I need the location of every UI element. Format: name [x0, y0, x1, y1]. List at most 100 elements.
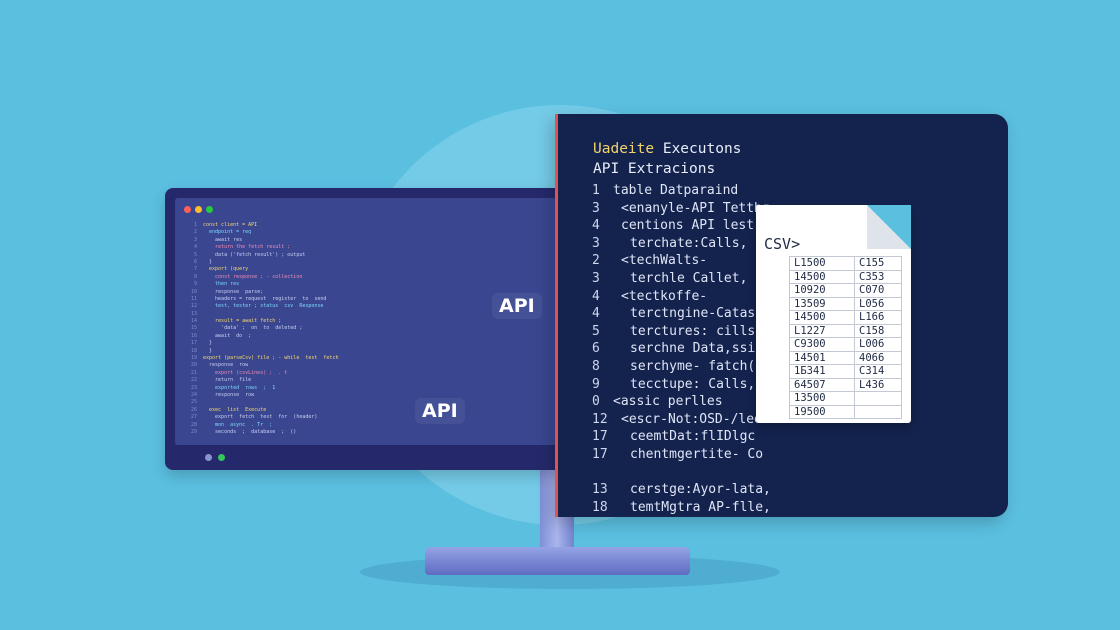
- csv-cell: 14501: [789, 350, 855, 365]
- csv-cell: 13500: [789, 391, 855, 406]
- csv-cell: L056: [854, 296, 902, 311]
- panel-line-code: table Datparaind: [613, 183, 739, 198]
- panel-line-number: 4: [592, 288, 600, 304]
- panel-code-line: 0<assic perlles: [555, 394, 1008, 410]
- monitor-code-line: headers = request register to send: [203, 295, 327, 302]
- monitor-code-line: return file: [203, 377, 252, 384]
- panel-subtitle: API Extracions: [593, 161, 716, 177]
- monitor-line-number: 23: [190, 384, 197, 391]
- csv-cell: C9300: [789, 337, 855, 352]
- panel-accent-bar: [555, 114, 558, 517]
- csv-cell: 1Б341: [789, 364, 855, 379]
- panel-line-code: terctngine-Catas: [630, 306, 756, 322]
- panel-line-code: <techWalts-: [621, 253, 708, 269]
- csv-cell: 19500: [789, 404, 855, 419]
- panel-line-number: 5: [592, 323, 600, 339]
- monitor-code-line: export fetch test for (header): [203, 414, 318, 421]
- panel-line-number: 2: [592, 253, 600, 269]
- panel-line-number: 13: [592, 482, 608, 498]
- csv-cell: 4066: [854, 350, 902, 365]
- panel-code-line: 12 <escr-Not:OSD-/lee: [555, 412, 1008, 428]
- panel-line-code: <escr-Not:OSD-/lee: [621, 411, 762, 427]
- monitor-line-number: 8: [193, 273, 197, 280]
- monitor-code-line: }: [203, 258, 213, 265]
- panel-title-highlight: Uadeite: [593, 141, 655, 157]
- monitor-line-number: 11: [190, 295, 197, 302]
- monitor-line-number: 21: [190, 369, 197, 376]
- monitor-code-line: endpoint = req: [203, 229, 252, 236]
- csv-cell: L166: [854, 310, 902, 325]
- csv-cell: 13509: [789, 296, 855, 311]
- csv-cell: C070: [854, 283, 902, 298]
- csv-cell: L436: [854, 377, 902, 392]
- panel-code-line: [555, 465, 1008, 481]
- monitor-line-number: 16: [190, 332, 197, 339]
- csv-cell: 14500: [789, 269, 855, 284]
- panel-line-number: 17: [592, 447, 608, 462]
- api-badge: API: [415, 398, 465, 424]
- panel-code-line: 17 chentmgertite- Co: [555, 447, 1008, 463]
- monitor-code-line: await do ;: [203, 332, 252, 339]
- window-controls: [184, 206, 213, 213]
- csv-label: CSV>: [764, 235, 801, 253]
- monitor-code-line: mon async . Tr ;: [203, 421, 273, 428]
- panel-line-number: 6: [592, 341, 600, 357]
- monitor-line-number: 7: [193, 266, 197, 273]
- csv-cell: L1227: [789, 323, 855, 338]
- panel-line-number: 1: [592, 183, 600, 198]
- monitor-line-number: 19: [190, 355, 197, 362]
- panel-code-line: 3<enanyle-API Tetthg: [555, 201, 1008, 217]
- monitor-line-number: 9: [193, 281, 197, 288]
- monitor-line-number: 10: [190, 288, 197, 295]
- panel-line-code: chentmgertite- Co: [630, 447, 764, 462]
- monitor-code-line: }: [203, 347, 213, 354]
- monitor-code-line: await res: [203, 236, 243, 243]
- monitor-line-number: 12: [190, 303, 197, 310]
- csv-cell: C353: [854, 269, 902, 284]
- panel-line-code: terchle Callet,: [630, 271, 748, 286]
- csv-cell: [854, 404, 902, 419]
- csv-row: 13500: [789, 391, 902, 406]
- csv-cell: L006: [854, 337, 902, 352]
- monitor-code-line: 'data' ; on to deleted ;: [203, 325, 303, 332]
- status-indicator-icon: [218, 454, 225, 461]
- monitor-line-number: 27: [190, 414, 197, 421]
- csv-cell: C314: [854, 364, 902, 379]
- panel-line-number: 8: [592, 359, 600, 374]
- monitor-code-line: [203, 311, 463, 318]
- monitor-code-line: export (parseCsv) file ; - while test fe…: [203, 355, 339, 362]
- panel-line-number: 4: [592, 306, 600, 322]
- csv-cell: [854, 391, 902, 406]
- panel-line-code: cerstge:Ayor-lata,: [630, 482, 771, 498]
- monitor-code-line: test, tester ; status csv Response: [203, 303, 324, 310]
- monitor-code-line: result = await fetch ;: [203, 318, 282, 325]
- panel-line-code: terctures: cills,: [630, 323, 764, 339]
- panel-line-number: 12: [592, 411, 608, 427]
- minimize-dot-icon: [195, 206, 202, 213]
- monitor-code-line: response row: [203, 362, 249, 369]
- csv-cell: C155: [854, 256, 902, 271]
- panel-line-number: 3: [592, 271, 600, 286]
- monitor-line-number: 15: [190, 325, 197, 332]
- page-fold-icon: [867, 205, 911, 249]
- panel-code-line: 13 cerstge:Ayor-lata,: [555, 482, 1008, 498]
- panel-title: Uadeite Executоns: [593, 141, 741, 157]
- monitor-line-number: 13: [190, 310, 197, 317]
- monitor-line-number: 18: [190, 347, 197, 354]
- csv-cell: 64507: [789, 377, 855, 392]
- monitor-line-number: 24: [190, 391, 197, 398]
- monitor-line-number: 28: [190, 421, 197, 428]
- monitor-line-number: 20: [190, 362, 197, 369]
- monitor-code-line: exported rows ; 1: [203, 384, 276, 391]
- panel-code-line: 3 terchle Callet,: [555, 271, 1008, 287]
